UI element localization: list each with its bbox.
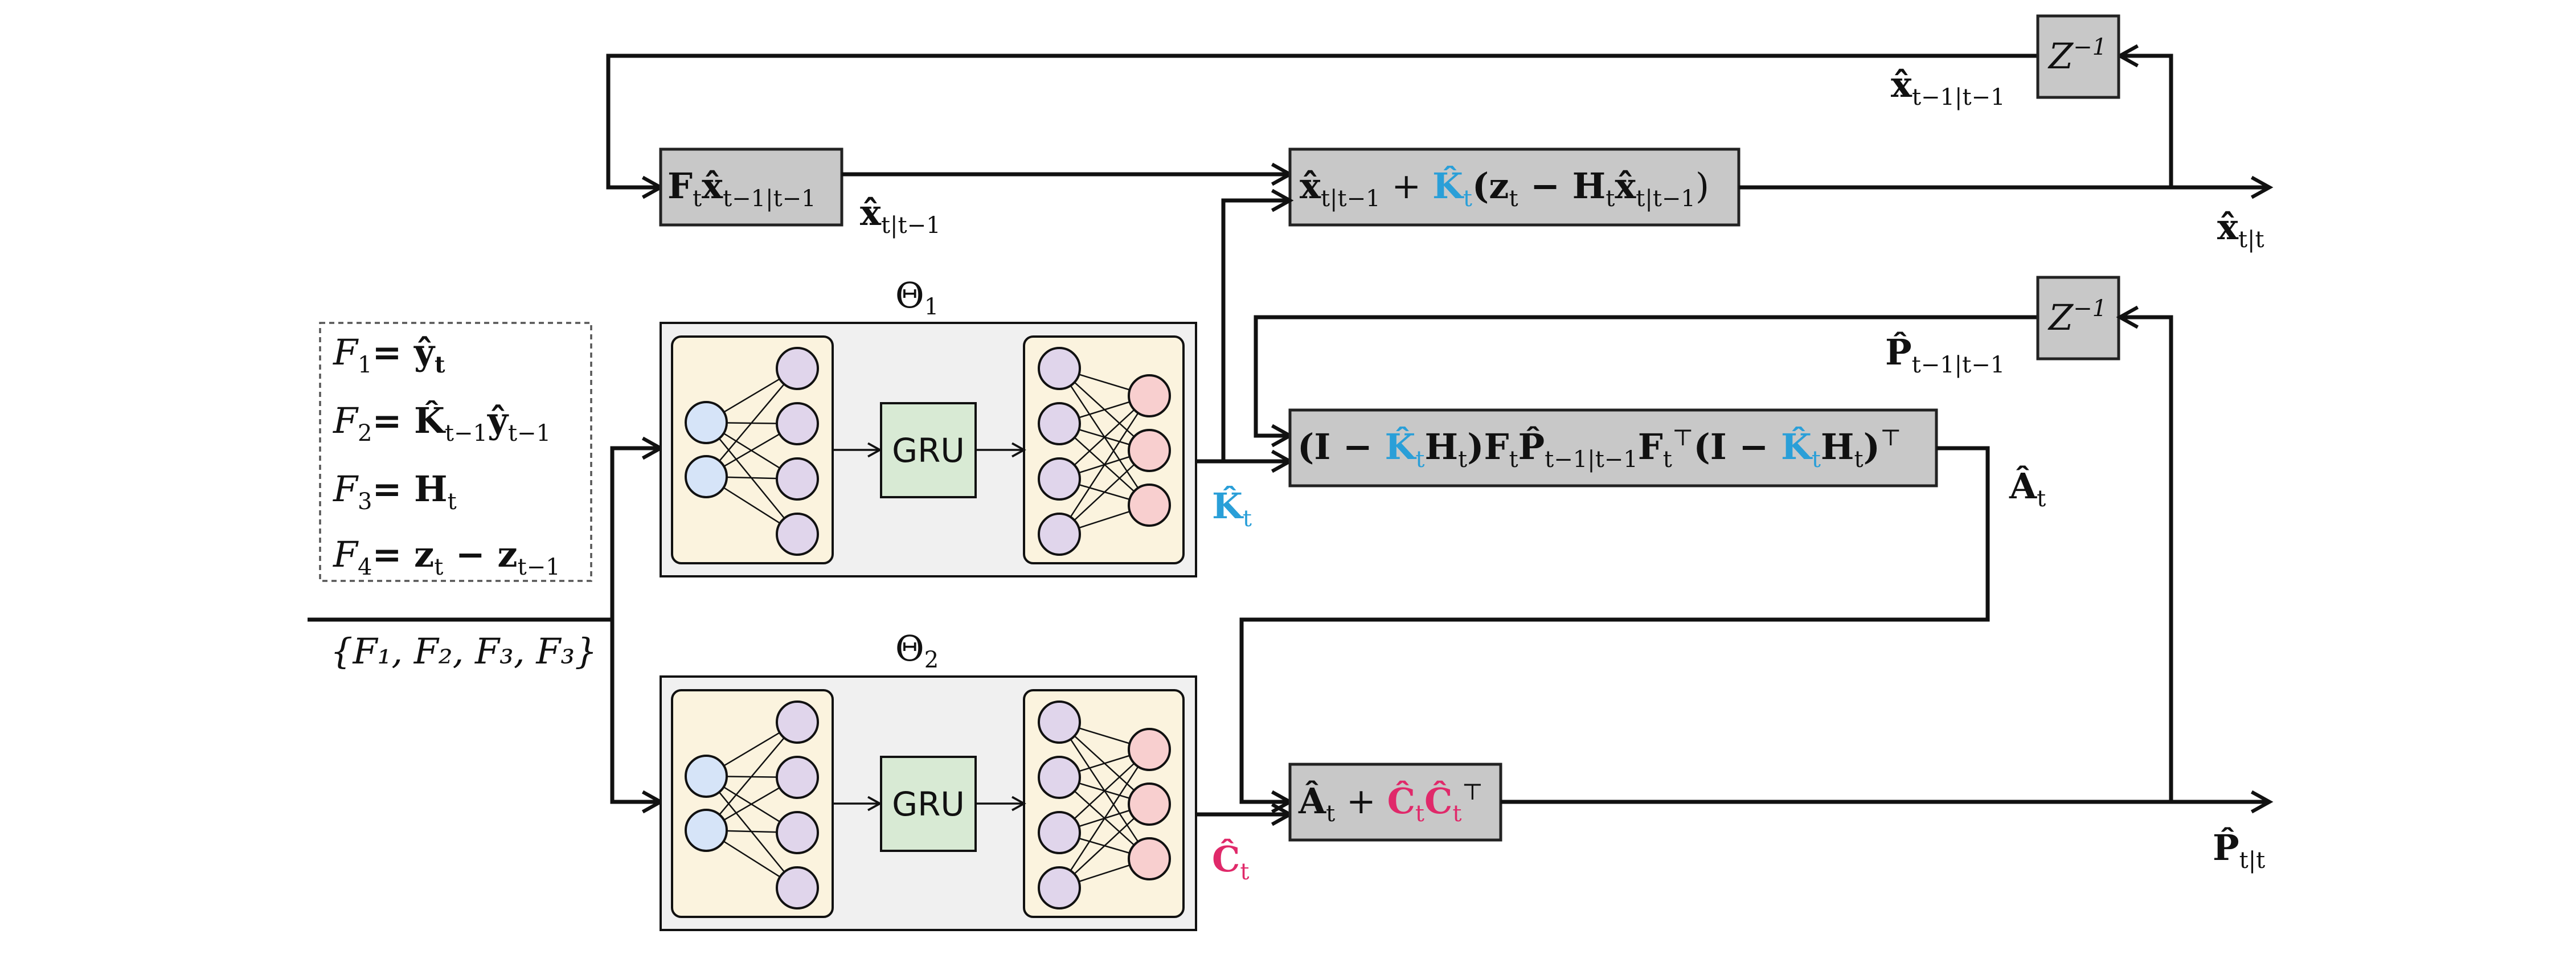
update-block-text: x̂t|t−1 + K̂t(zt − Htx̂t|t−1) [1300, 165, 1709, 212]
gru-block [880, 756, 977, 852]
hidden-neuron [1038, 700, 1081, 744]
output-neuron [1128, 837, 1171, 880]
feature-f1: F1= ŷt [333, 331, 445, 378]
hidden-neuron [776, 457, 819, 501]
input-neuron [685, 455, 728, 498]
a-to-covp-wire [1239, 446, 1990, 814]
predict-block [659, 148, 843, 227]
hidden-neuron [776, 866, 819, 909]
input-neuron [685, 809, 728, 852]
c-output-label: Ĉt [1212, 838, 1249, 885]
p-prev-label: P̂t−1|t−1 [1885, 331, 2005, 378]
input-neuron [685, 401, 728, 444]
theta2-label: Θ2 [895, 628, 939, 673]
output-neuron [1128, 429, 1171, 472]
a-out-label: Ât [2009, 465, 2046, 512]
gru-label: GRU [892, 431, 965, 470]
theta1-network: GRU [671, 335, 1185, 564]
x-to-delay-wire [2116, 44, 2173, 187]
hidden-neuron [776, 513, 819, 556]
x-prev-label: x̂t−1|t−1 [1891, 64, 2005, 110]
hidden-neuron [776, 402, 819, 445]
input-neuron [685, 755, 728, 798]
p-prev-wire [1254, 315, 2038, 448]
nn-edge [706, 722, 798, 831]
hidden-neuron [776, 347, 819, 390]
theta2-network: GRU [671, 689, 1185, 918]
gru-block [880, 402, 977, 498]
cov-a-block [1288, 408, 1938, 487]
arrow-to-theta2 [610, 620, 665, 814]
hidden-neuron [1038, 866, 1081, 909]
delay-x-block [2036, 14, 2120, 99]
delay-p-text: Z−1 [2047, 296, 2107, 338]
x-pred-label: x̂t|t−1 [860, 192, 941, 239]
p-to-delay-wire [2116, 305, 2173, 802]
cov-a-text: (I − K̂tHt)FtP̂t−1|t−1Ft⊤(I − K̂tHt)⊤ [1297, 425, 1902, 473]
feature-f3: F3= Ht [333, 468, 457, 515]
cov-p-text: Ât + ĈtĈt⊤ [1298, 779, 1483, 827]
theta1-label: Θ1 [895, 274, 939, 320]
update-block [1288, 148, 1740, 227]
arrow-to-theta1 [610, 436, 665, 620]
hidden-neuron [1038, 756, 1081, 799]
hidden-neuron [1038, 811, 1081, 854]
feature-f2: F2= K̂t−1ŷt−1 [333, 400, 551, 446]
hidden-neuron [1038, 347, 1081, 390]
hidden-neuron [1038, 457, 1081, 501]
input-set-label: {F₁, F₂, F₃, F₃} [330, 630, 597, 672]
p-out-label: P̂t|t [2213, 827, 2265, 874]
hidden-neuron [1038, 402, 1081, 445]
predict-block-text: Ftx̂t−1|t−1 [667, 165, 816, 212]
hidden-neuron [1038, 513, 1081, 556]
hidden-neuron [776, 756, 819, 799]
delay-x-text: Z−1 [2047, 34, 2107, 77]
gain-to-update-wire [1196, 189, 1294, 464]
x-out-label: x̂t|t [2217, 206, 2264, 253]
gain-output-label: K̂t [1212, 485, 1252, 532]
hidden-neuron [776, 811, 819, 854]
output-neuron [1128, 728, 1171, 771]
output-neuron [1128, 484, 1171, 527]
feature-f4: F4= zt − zt−1 [333, 534, 560, 580]
output-neuron [1128, 374, 1171, 417]
gru-label: GRU [892, 785, 965, 823]
nn-edge [1058, 395, 1150, 535]
feedback-x-wire [606, 54, 2057, 199]
hidden-neuron [776, 700, 819, 744]
nn-edge [1058, 749, 1150, 888]
output-neuron [1128, 782, 1171, 826]
nn-edge [706, 368, 798, 477]
